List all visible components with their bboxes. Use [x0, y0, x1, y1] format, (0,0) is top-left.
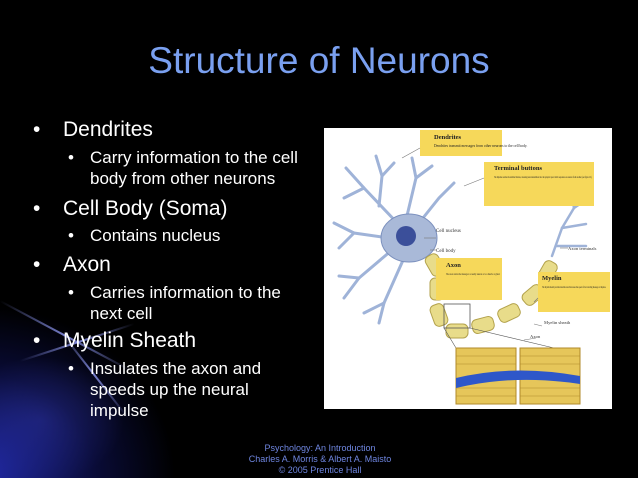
zoom-box [443, 303, 471, 329]
terminal-text: The impulse reaches the terminal buttons… [494, 175, 592, 180]
footer-line: Charles A. Morris & Albert A. Maisto [248, 454, 392, 464]
myelin-closeup [455, 347, 581, 405]
bullet-label: Myelin Sheath [63, 329, 197, 352]
footer-line: Psychology: An Introduction [264, 443, 376, 453]
label-cell-body: Cell body [436, 249, 456, 254]
axon-text: The axon carries the message to a nearby… [446, 272, 500, 276]
bullet-dot: • [33, 329, 41, 352]
slide-title: Structure of Neurons [148, 40, 490, 81]
axon-title: Axon [446, 262, 461, 269]
footer-credit: Psychology: An Introduction Charles A. M… [240, 443, 400, 476]
neuron-illustration: Dendrites Dendrites transmit messages fr… [332, 130, 610, 405]
bullet-label: Axon [63, 253, 111, 276]
myelin-text: The myelin sheath provides insulation an… [542, 285, 606, 289]
sub-bullet-cell-body: • Contains nucleus [68, 225, 320, 246]
label-cell-nucleus: Cell nucleus [436, 229, 461, 234]
bullet-cell-body: • Cell Body (Soma) [33, 196, 228, 222]
bullet-dendrites: • Dendrites [33, 117, 153, 143]
axon-callout-box [436, 258, 502, 300]
axon-myelin-segments [424, 253, 558, 339]
sub-bullet-text: Carry information to the cell body from … [90, 148, 298, 188]
terminal-callout-box [484, 162, 594, 206]
bullet-dot: • [33, 253, 41, 276]
sub-bullet-dot: • [68, 359, 74, 378]
neuron-diagram: Dendrites Dendrites transmit messages fr… [324, 128, 612, 409]
sub-bullet-text: Contains nucleus [90, 226, 221, 245]
bullet-dot: • [33, 197, 41, 220]
sub-bullet-dot: • [68, 226, 74, 245]
bullet-axon: • Axon [33, 252, 111, 278]
myelin-callout-box [538, 272, 610, 312]
sub-bullet-text: Insulates the axon and speeds up the neu… [90, 359, 262, 420]
dendrites-callout-box [420, 130, 502, 156]
dendrites-text: Dendrites transmit messages from other n… [434, 144, 527, 148]
cell-nucleus-shape [396, 226, 416, 246]
sub-bullet-dot: • [68, 283, 74, 302]
sub-bullet-dot: • [68, 148, 74, 167]
bullet-label: Dendrites [63, 118, 153, 141]
bullet-myelin-sheath: • Myelin Sheath [33, 328, 197, 354]
terminal-title: Terminal buttons [494, 165, 542, 172]
sub-bullet-axon: • Carries information to the next cell [68, 282, 300, 324]
bullet-dot: • [33, 118, 41, 141]
dendrite-branches [332, 154, 456, 325]
dendrites-title: Dendrites [434, 134, 462, 141]
sub-bullet-text: Carries information to the next cell [90, 283, 281, 323]
myelin-title: Myelin [542, 275, 562, 282]
sub-bullet-dendrites: • Carry information to the cell body fro… [68, 147, 320, 189]
label-myelin-sheath: Myelin sheath [544, 320, 571, 325]
label-axon: Axon [530, 334, 541, 339]
bullet-label: Cell Body (Soma) [63, 197, 228, 220]
label-axon-terminals: Axon terminals [568, 246, 597, 251]
footer-line: © 2005 Prentice Hall [278, 465, 362, 475]
sub-bullet-myelin-sheath: • Insulates the axon and speeds up the n… [68, 358, 290, 421]
